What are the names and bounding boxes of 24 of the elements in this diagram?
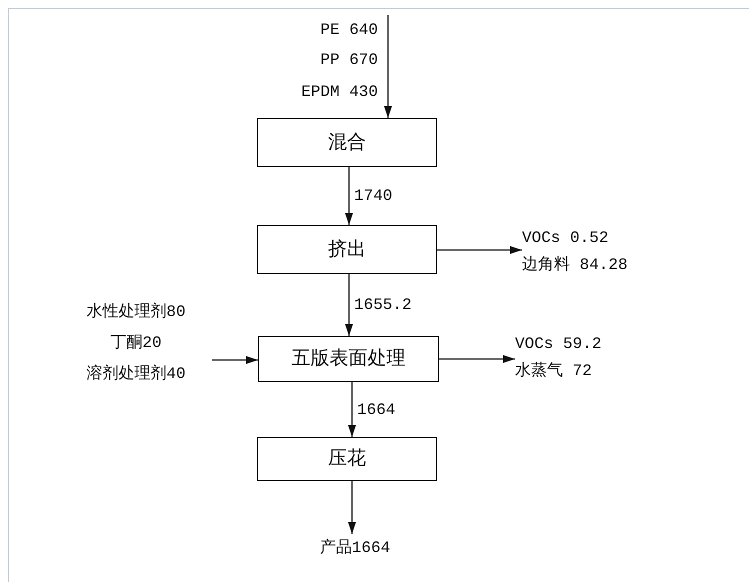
arrow — [212, 356, 258, 364]
process-box — [257, 225, 437, 274]
arrow — [345, 274, 353, 336]
process-name: 五版表面处理 — [292, 347, 406, 371]
stream-amount: 水蒸气 72 — [515, 360, 592, 382]
stream-amount: VOCs 59.2 — [515, 334, 602, 355]
process-name: 压花 — [328, 447, 366, 471]
stream-amount: 丁酮20 — [110, 332, 162, 354]
process-box — [257, 118, 437, 167]
stream-amount: VOCs 0.52 — [522, 228, 608, 249]
arrow — [345, 167, 353, 225]
arrow — [384, 15, 392, 118]
arrow — [348, 382, 356, 437]
process-name: 挤出 — [328, 238, 366, 262]
stream-amount: 产品1664 — [320, 538, 390, 559]
process-box — [257, 437, 437, 481]
arrow — [439, 355, 515, 363]
process-name: 混合 — [328, 130, 366, 154]
arrow — [348, 481, 356, 534]
stream-amount: 溶剂处理剂40 — [86, 364, 186, 384]
stream-amount: 水性处理剂80 — [86, 302, 186, 322]
arrow — [437, 246, 522, 254]
process-box — [258, 336, 439, 382]
stream-amount: 边角料 84.28 — [522, 254, 628, 276]
